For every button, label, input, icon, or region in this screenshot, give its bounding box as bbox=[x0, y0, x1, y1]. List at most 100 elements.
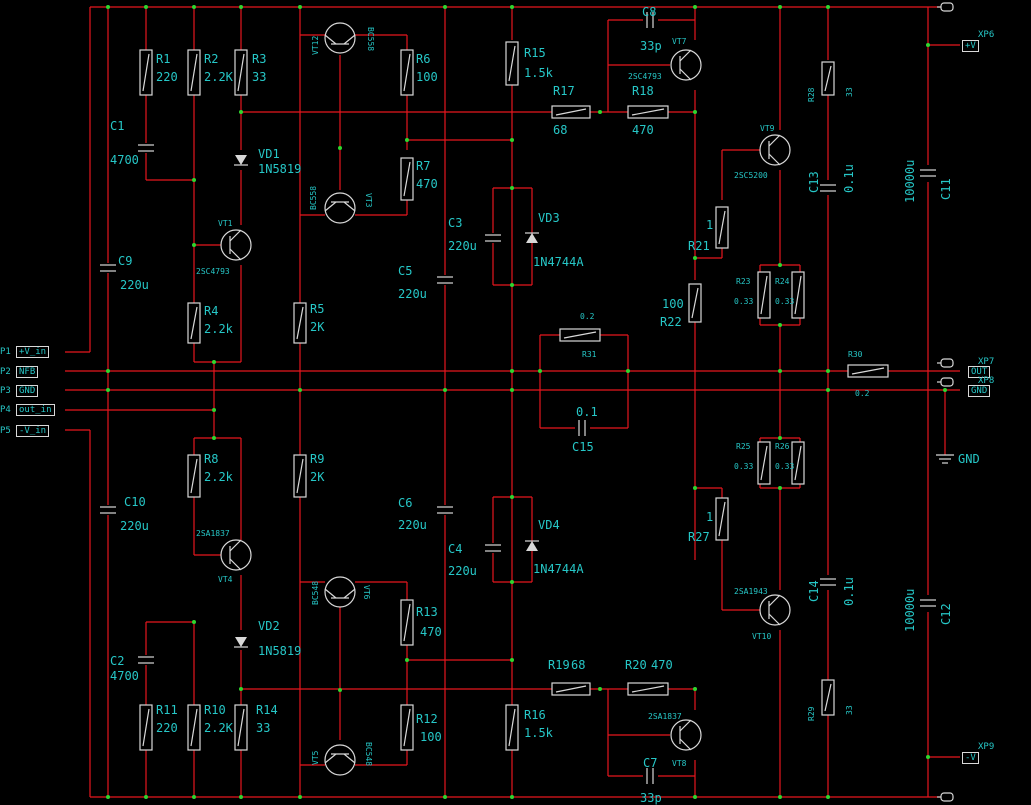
r28-ref: R28 bbox=[807, 87, 816, 102]
vd4-value: 1N4744A bbox=[533, 562, 584, 576]
p1-pin: P1 bbox=[0, 347, 11, 357]
junction-dot bbox=[693, 110, 697, 114]
r22-ref: R22 bbox=[660, 315, 682, 329]
r25-mark bbox=[760, 445, 768, 481]
vt6-circle bbox=[324, 576, 356, 608]
r9-value: 2K bbox=[310, 470, 325, 484]
junction-dot bbox=[192, 620, 196, 624]
junction-dot bbox=[943, 388, 947, 392]
r30-ref: R30 bbox=[848, 350, 863, 359]
vt6-emitter bbox=[343, 588, 356, 599]
junction-dot bbox=[778, 486, 782, 490]
vt1-ref: VT1 bbox=[218, 219, 233, 228]
r27-value: 1 bbox=[706, 510, 714, 524]
c4-ref: C4 bbox=[448, 542, 463, 556]
c15-ref: C15 bbox=[572, 440, 594, 454]
vt4-collector bbox=[229, 539, 242, 552]
vt4-emitter bbox=[229, 558, 242, 571]
junction-dot bbox=[192, 5, 196, 9]
r12-value: 100 bbox=[420, 730, 442, 744]
vd1-value: 1N5819 bbox=[258, 162, 302, 176]
junction-dot bbox=[106, 795, 110, 799]
r8-value: 2.2k bbox=[204, 470, 233, 484]
junction-dot bbox=[510, 580, 514, 584]
c3-ref: C3 bbox=[448, 216, 463, 230]
xp8-port: GND bbox=[968, 385, 991, 397]
c1-value: 4700 bbox=[110, 153, 139, 167]
xp6-pin: XP6 bbox=[978, 30, 995, 40]
c4-value: 220u bbox=[448, 564, 477, 578]
resistor-bodies bbox=[139, 41, 889, 751]
junction-dot bbox=[106, 388, 110, 392]
vt4-type: 2SA1837 bbox=[196, 529, 230, 538]
vd1-ref: VD1 bbox=[258, 147, 280, 161]
p3-port: GND bbox=[16, 385, 39, 397]
junction-dot bbox=[239, 5, 243, 9]
junction-dot bbox=[443, 388, 447, 392]
vd1-triangle bbox=[235, 155, 247, 165]
r2-ref: R2 bbox=[204, 52, 219, 66]
r6-ref: R6 bbox=[416, 52, 431, 66]
r28-mark bbox=[824, 65, 832, 92]
vt5-circle bbox=[324, 744, 356, 776]
r16-value: 1.5k bbox=[524, 726, 553, 740]
vt6-collector bbox=[324, 588, 337, 599]
r28-value: 33 bbox=[845, 87, 854, 97]
p3-pin: P3 bbox=[0, 386, 11, 396]
r25-ref: R25 bbox=[736, 442, 751, 451]
r18-value: 470 bbox=[632, 123, 654, 137]
junctions bbox=[106, 5, 947, 799]
p2-pin: P2 bbox=[0, 367, 11, 377]
junction-dot bbox=[144, 795, 148, 799]
junction-dot bbox=[239, 110, 243, 114]
vt3-ref: VT3 bbox=[364, 193, 373, 208]
vt10-type: 2SA1943 bbox=[734, 587, 768, 596]
r24-value: 0.33 bbox=[775, 297, 795, 306]
c4-gap bbox=[485, 543, 501, 553]
vt8-ref: VT8 bbox=[672, 759, 687, 768]
c9-ref: C9 bbox=[118, 254, 133, 268]
junction-dot bbox=[778, 369, 782, 373]
r24-ref: R24 bbox=[775, 277, 790, 286]
r14-value: 33 bbox=[256, 721, 271, 735]
xp7-pin: XP7 bbox=[978, 357, 995, 367]
xp8-connector-icon bbox=[940, 377, 954, 387]
junction-dot bbox=[144, 5, 148, 9]
r27-ref: R27 bbox=[688, 530, 710, 544]
xp7-connector-icon bbox=[940, 358, 954, 368]
c11-gap bbox=[920, 168, 936, 178]
vt4-ref: VT4 bbox=[218, 575, 233, 584]
junction-dot bbox=[338, 146, 342, 150]
vd2-ref: VD2 bbox=[258, 619, 280, 633]
vt9-ref: VT9 bbox=[760, 124, 775, 133]
junction-dot bbox=[510, 495, 514, 499]
junction-dot bbox=[538, 369, 542, 373]
c13-value: 0.1u bbox=[842, 164, 856, 193]
c7-gap bbox=[645, 768, 655, 784]
vt7-emitter bbox=[679, 68, 692, 81]
p5-port: -V_in bbox=[16, 425, 50, 437]
c10-gap bbox=[100, 505, 116, 515]
junction-dot bbox=[510, 138, 514, 142]
r11-mark bbox=[142, 708, 150, 747]
junction-dot bbox=[510, 186, 514, 190]
ground-label: GND bbox=[958, 452, 980, 466]
r8-ref: R8 bbox=[204, 452, 219, 466]
c5-ref: C5 bbox=[398, 264, 413, 278]
r1-mark bbox=[142, 53, 150, 92]
r31-mark bbox=[563, 331, 597, 339]
c1-ref: C1 bbox=[110, 119, 125, 133]
c8-value: 33p bbox=[640, 39, 662, 53]
r17-value: 68 bbox=[553, 123, 568, 137]
r29-ref: R29 bbox=[807, 706, 816, 721]
vt5-ref: VT5 bbox=[311, 750, 320, 765]
junction-dot bbox=[510, 369, 514, 373]
r7-ref: R7 bbox=[416, 159, 431, 173]
vt8-circle bbox=[670, 719, 702, 751]
r15-mark bbox=[508, 45, 516, 82]
r17-mark bbox=[555, 108, 587, 116]
vt8-type: 2SA1837 bbox=[648, 712, 682, 721]
vt5-type: BC548 bbox=[364, 742, 373, 767]
junction-dot bbox=[212, 360, 216, 364]
